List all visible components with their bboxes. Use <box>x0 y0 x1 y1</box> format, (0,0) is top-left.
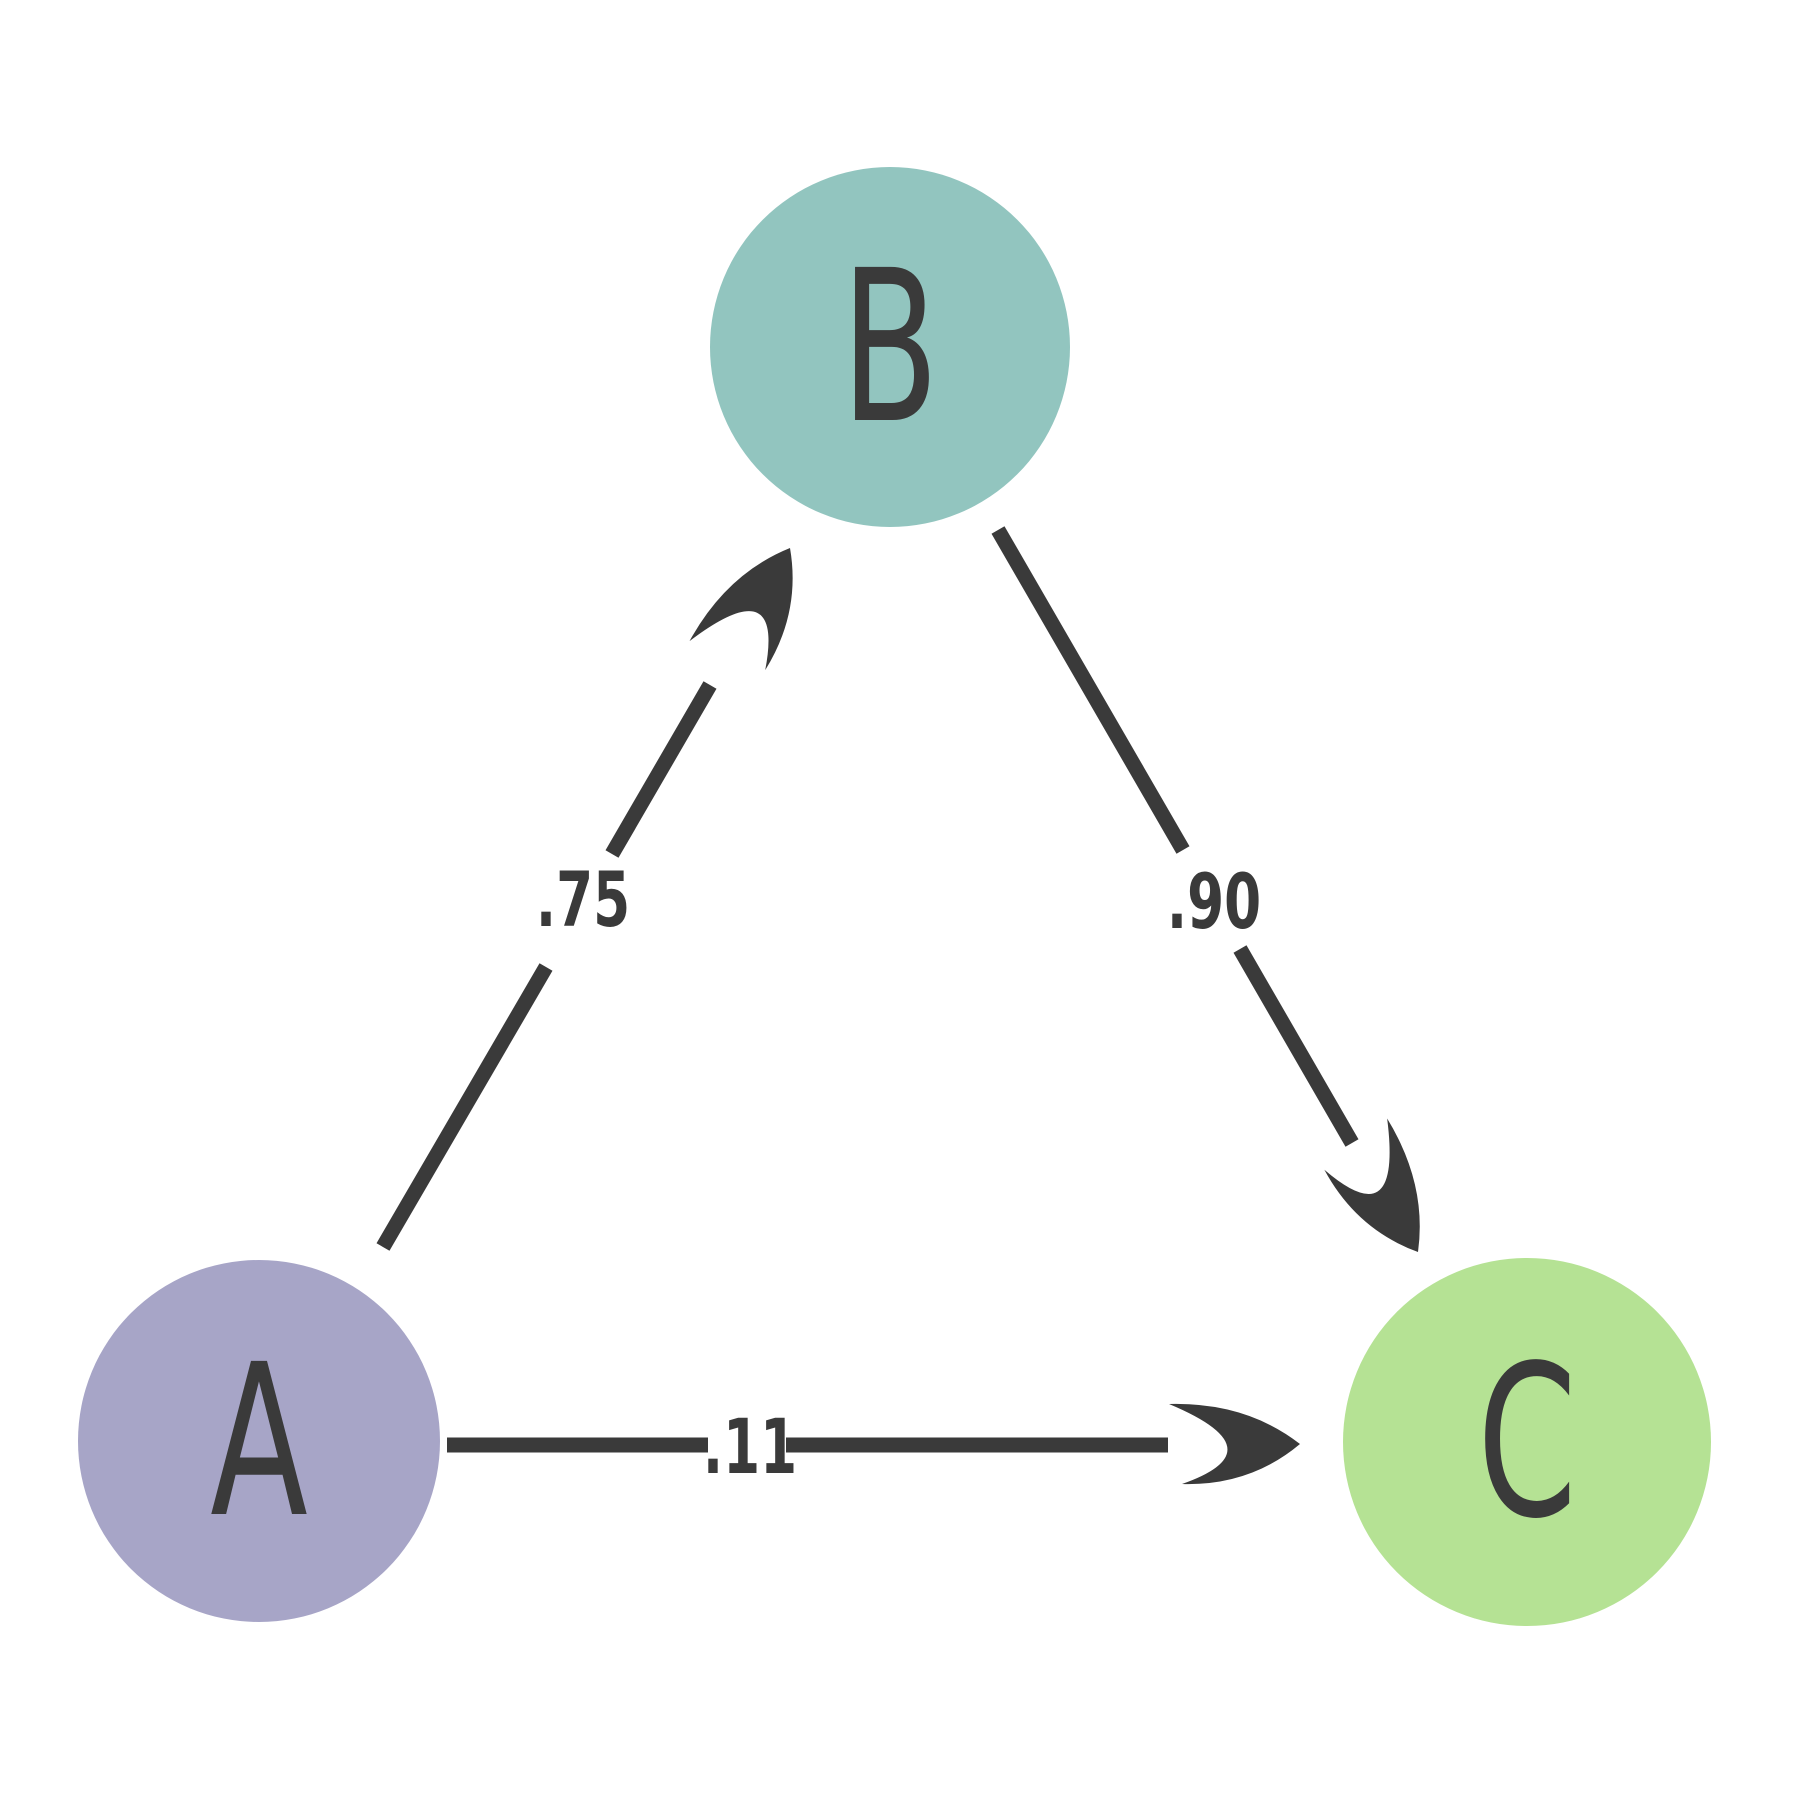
edge-b-c-shaft <box>991 526 1190 854</box>
node-a-circle <box>78 1260 440 1622</box>
edge-a-b-shaft <box>605 681 717 858</box>
edge-a-b: .75 <box>376 548 793 1251</box>
edge-a-b-shaft <box>376 963 553 1251</box>
node-c: C <box>1343 1258 1711 1626</box>
node-b: B <box>710 167 1070 527</box>
edge-b-c-weight-label: .90 <box>1167 858 1261 946</box>
node-b-label: B <box>841 226 939 470</box>
node-c-circle <box>1343 1258 1711 1626</box>
edge-b-c-shaft <box>1233 945 1359 1147</box>
edge-a-c-weight-label: .11 <box>703 1403 797 1491</box>
edge-a-b-weight-label: .75 <box>536 856 630 944</box>
node-a: A <box>78 1260 440 1622</box>
node-b-circle <box>710 167 1070 527</box>
node-c-label: C <box>1477 1321 1577 1565</box>
edge-a-c: .11 <box>447 1403 1300 1492</box>
edge-b-c: .90 <box>991 526 1420 1252</box>
edge-b-c-arrowhead-icon <box>1324 1118 1420 1252</box>
edge-a-c-arrowhead-icon <box>1169 1403 1300 1485</box>
edge-a-b-arrowhead-icon <box>689 548 793 671</box>
node-a-label: A <box>210 1320 308 1564</box>
